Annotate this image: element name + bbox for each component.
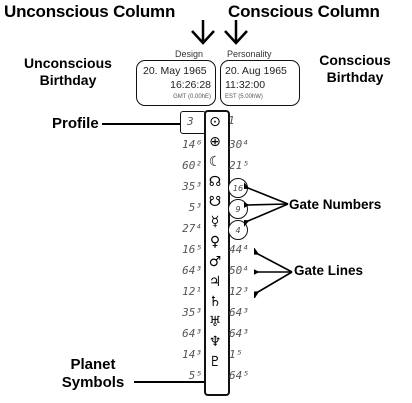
- unconscious-gate: 5³: [188, 201, 202, 214]
- unconscious-gate: 5⁵: [188, 369, 202, 382]
- conscious-gate: 1⁵: [229, 348, 243, 361]
- arrow-down-design: [191, 20, 215, 45]
- personality-date: 20. Aug 1965: [225, 65, 287, 77]
- profile-label: Profile: [52, 115, 99, 132]
- unconscious-gate: 27⁴: [182, 222, 202, 235]
- gate-lines-arrows: [254, 248, 293, 298]
- conscious-gate: 44⁴: [229, 243, 249, 256]
- uranus-icon: ♅: [208, 314, 222, 330]
- unconscious-gate: 14³: [182, 348, 202, 361]
- profile-left-value: 3: [187, 115, 194, 128]
- unconscious-gate: 64³: [182, 327, 202, 340]
- north-node-icon: ☊: [208, 174, 222, 190]
- venus-icon: ♀: [209, 234, 221, 250]
- moon-icon: ☾: [208, 154, 222, 170]
- conscious-column-header: Conscious Column: [228, 2, 380, 21]
- unconscious-gate: 14⁶: [182, 138, 202, 151]
- unconscious-gate: 60²: [182, 159, 202, 172]
- design-date: 20. May 1965: [143, 65, 207, 77]
- profile-left-box: 3: [180, 111, 206, 134]
- south-node-icon: ☋: [208, 194, 222, 210]
- personality-box: 20. Aug 1965 11:32:00 EST (5.00hW): [220, 60, 300, 106]
- design-title: Design: [175, 49, 204, 59]
- unconscious-gate: 35³: [182, 306, 202, 319]
- unconscious-gate: 35³: [182, 180, 202, 193]
- conscious-gate: 30⁴: [229, 138, 249, 151]
- design-box: 20. May 1965 16:26:28 GMT (0.00hE): [136, 60, 216, 106]
- arrow-down-personality: [224, 20, 248, 45]
- pluto-icon: ♇: [208, 354, 222, 370]
- profile-right-value: 1: [228, 114, 235, 127]
- unconscious-gate: 16⁵: [182, 243, 202, 256]
- design-timezone: GMT (0.00hE): [173, 94, 211, 100]
- unconscious-gate-list: 14⁶ 60² 35³ 5³ 27⁴ 16⁵ 64³ 12¹ 35³ 64³ 1…: [160, 134, 202, 386]
- gate-numbers-arrows: [244, 180, 289, 228]
- unconscious-gate: 64³: [182, 264, 202, 277]
- mars-icon: ♂: [208, 254, 222, 270]
- unconscious-gate: 12¹: [182, 285, 202, 298]
- planet-symbols-connector: [134, 381, 204, 383]
- personality-time: 11:32:00: [225, 79, 266, 91]
- unconscious-birthday-label: Unconscious Birthday: [24, 55, 112, 88]
- conscious-gate-list: 30⁴ 21⁵ 44⁴ 50⁴ 12³ 64³ 64³ 1⁵ 64⁵: [229, 134, 269, 386]
- conscious-gate: 64³: [229, 306, 249, 319]
- planet-column: [204, 110, 230, 396]
- earth-icon: ⊕: [209, 134, 221, 150]
- neptune-icon: ♆: [208, 334, 222, 350]
- gate-numbers-label: Gate Numbers: [289, 197, 382, 212]
- gate-lines-label: Gate Lines: [294, 263, 364, 278]
- conscious-gate: 50⁴: [229, 264, 249, 277]
- conscious-gate: 64³: [229, 327, 249, 340]
- personality-title: Personality: [227, 49, 272, 59]
- conscious-gate: 12³: [229, 285, 249, 298]
- gate-number-circle: 4: [228, 220, 248, 240]
- jupiter-icon: ♃: [208, 274, 222, 290]
- conscious-gate: 64⁵: [229, 369, 249, 382]
- conscious-gate: 21⁵: [229, 159, 249, 172]
- planet-symbols-label: Planet Symbols: [61, 356, 125, 391]
- profile-connector: [102, 123, 180, 125]
- planet-symbol-list: ⊙ ⊕ ☾ ☊ ☋ ☿ ♀ ♂ ♃ ♄ ♅ ♆ ♇: [205, 112, 225, 372]
- sun-icon: ⊙: [209, 114, 221, 130]
- conscious-birthday-label: Conscious Birthday: [319, 52, 391, 85]
- personality-timezone: EST (5.00hW): [225, 94, 263, 100]
- unconscious-column-header: Unconscious Column: [4, 2, 176, 21]
- mercury-icon: ☿: [210, 214, 220, 230]
- saturn-icon: ♄: [208, 294, 222, 310]
- design-time: 16:26:28: [170, 79, 211, 91]
